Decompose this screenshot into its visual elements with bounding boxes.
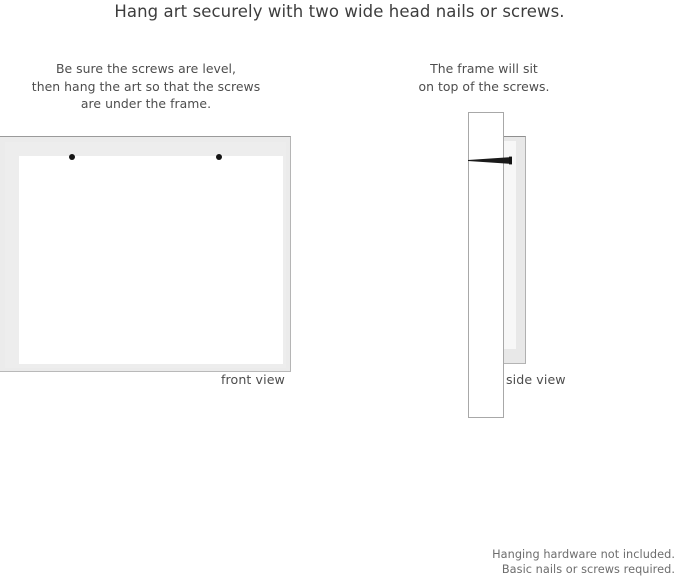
picture-frame-side-inner-panel <box>504 141 516 349</box>
side-view-caption-line-2: on top of the screws. <box>418 78 550 94</box>
side-view-label: side view <box>506 372 566 387</box>
screw-head-icon-left <box>69 154 75 160</box>
footer-disclaimer: Hanging hardware not included. Basic nai… <box>379 547 675 577</box>
footer-line-1: Hanging hardware not included. <box>492 548 675 561</box>
page-title: Hang art securely with two wide head nai… <box>114 2 565 21</box>
footer-line-2: Basic nails or screws required. <box>501 563 675 576</box>
front-view-caption-line-2: then hang the art so that the screws <box>31 78 261 94</box>
picture-frame-outer-edge <box>0 136 291 372</box>
screw-head-icon-right <box>216 154 222 160</box>
side-view-caption-line-1: The frame will sit <box>430 61 538 76</box>
front-view-caption: Be sure the screws are level, then hang … <box>0 60 292 113</box>
side-view-caption: The frame will sit on top of the screws. <box>392 60 576 95</box>
front-view-caption-line-1: Be sure the screws are level, <box>55 61 237 76</box>
picture-frame-mat-area <box>19 156 283 364</box>
nail-side-profile-icon <box>468 156 512 165</box>
front-view-diagram <box>0 136 291 372</box>
front-view-label: front view <box>221 372 285 387</box>
front-view-caption-line-3: are under the frame. <box>80 96 212 111</box>
side-view-diagram <box>460 108 540 423</box>
picture-frame-bevel <box>5 142 286 368</box>
